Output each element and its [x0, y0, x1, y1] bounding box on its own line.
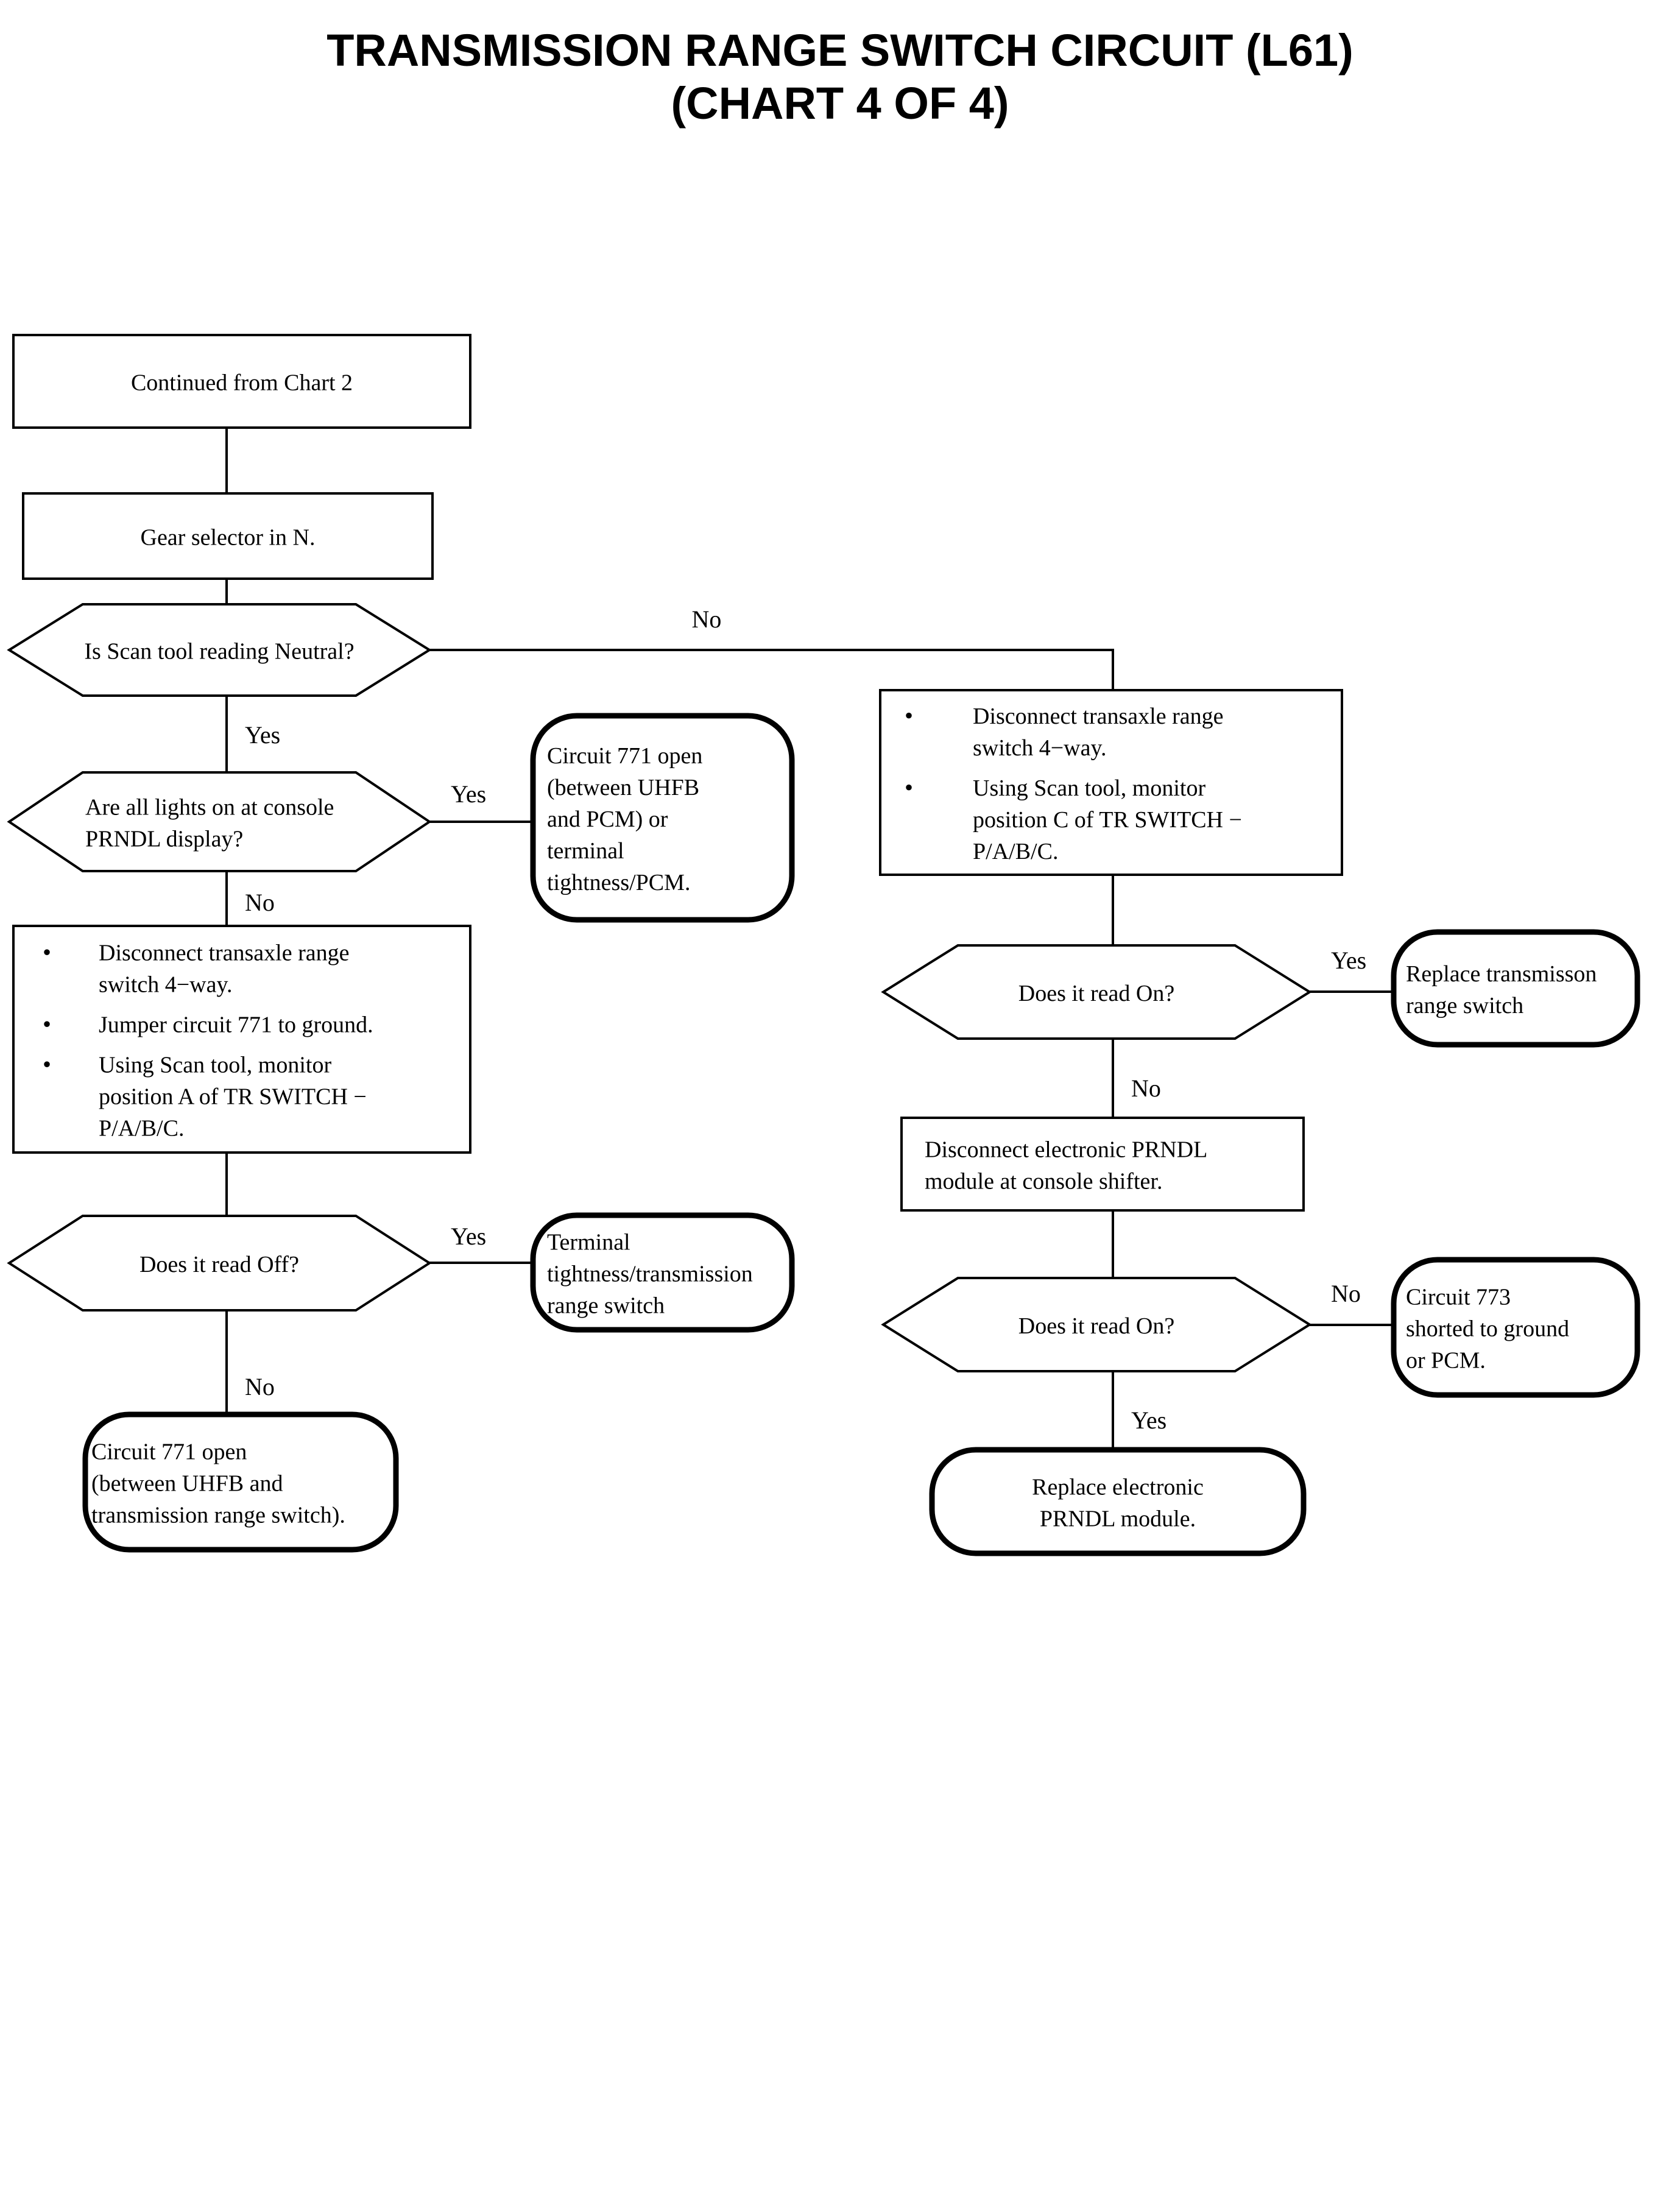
bullet-icon: • [43, 1011, 51, 1038]
node-hexagon [7, 603, 432, 697]
node-rect [12, 334, 471, 429]
node-text-line: Does it read On? [1018, 981, 1174, 1006]
node-text-line: range switch [1406, 993, 1523, 1019]
branch-label-no-b1: No [692, 605, 722, 633]
branch-label-yes-b5: Yes [451, 1223, 486, 1250]
flow-node-n2: Gear selector in N. [22, 492, 434, 580]
node-rounded-rect [82, 1411, 399, 1553]
node-text-line: Circuit 771 open [91, 1439, 247, 1465]
node-hexagon [7, 771, 432, 872]
node-text-line: Does it read Off? [139, 1252, 299, 1277]
node-text-line: Are all lights on at console [85, 795, 334, 821]
flow-node-r2: Does it read On? [881, 944, 1312, 1040]
node-text-line: P/A/B/C. [973, 839, 1058, 864]
branch-label-no-b4: No [245, 889, 275, 916]
node-text-line: Continued from Chart 2 [131, 370, 353, 396]
node-text-line: Disconnect transaxle range [99, 941, 350, 966]
flow-node-r3: Replace transmisson range switch [1391, 929, 1640, 1048]
node-text-line: module at console shifter. [925, 1169, 1162, 1195]
bullet-icon: • [43, 939, 51, 966]
flow-node-r6: Circuit 773 shorted to ground or PCM. [1391, 1257, 1640, 1398]
node-text-line: (between UHFB and [91, 1471, 283, 1497]
node-text-line: shorted to ground [1406, 1316, 1569, 1342]
node-text-line: Using Scan tool, monitor [973, 775, 1205, 801]
flow-node-n1: Continued from Chart 2 [12, 334, 471, 429]
node-rect [22, 492, 434, 580]
node-text-line: PRNDL display? [85, 827, 243, 852]
node-text-line: switch 4−way. [973, 735, 1106, 761]
node-hexagon [881, 944, 1312, 1040]
flow-node-n9: Circuit 771 open (between UHFB and transmi… [82, 1411, 399, 1553]
branch-label-yes-b2: Yes [245, 721, 280, 749]
bullet-icon: • [905, 774, 913, 801]
branch-label-yes-b3: Yes [451, 780, 486, 808]
node-text-line: Replace electronic [1032, 1475, 1204, 1500]
flow-node-r4: Disconnect electronic PRNDL module at con… [900, 1117, 1305, 1212]
node-text-line: Disconnect transaxle range [973, 704, 1224, 729]
flow-node-n5: Circuit 771 open (between UHFB and PCM) or… [530, 713, 795, 923]
node-text-line: range switch [547, 1293, 665, 1319]
node-text-line: Replace transmisson [1406, 961, 1597, 987]
node-text-line: position C of TR SWITCH − [973, 807, 1242, 833]
node-text-line: Circuit 773 [1406, 1285, 1511, 1310]
node-hexagon [7, 1215, 432, 1312]
node-text-line: Terminal [547, 1230, 630, 1255]
flow-node-n8: Terminal tightness/transmission range swit… [530, 1212, 795, 1333]
node-text-line: switch 4−way. [99, 972, 232, 998]
node-text-line: Jumper circuit 771 to ground. [99, 1012, 373, 1038]
branch-label-yes-b10: Yes [1131, 1407, 1166, 1434]
flow-node-n6: • Disconnect transaxle range switch 4−way.… [12, 925, 471, 1154]
flow-node-n7: Does it read Off? [7, 1215, 432, 1312]
node-text-line: Circuit 771 open [547, 743, 702, 769]
node-text-line: and PCM) or [547, 807, 668, 832]
node-rect [900, 1117, 1305, 1212]
branch-label-no-b9: No [1331, 1280, 1361, 1307]
node-text-line: or PCM. [1406, 1348, 1486, 1374]
node-text-line: PRNDL module. [1040, 1506, 1196, 1532]
node-rounded-rect [929, 1447, 1307, 1556]
page-title: TRANSMISSION RANGE SWITCH CIRCUIT (L61) … [326, 25, 1354, 129]
node-rect [879, 689, 1343, 876]
node-text-line: P/A/B/C. [99, 1116, 184, 1142]
node-text-line: Using Scan tool, monitor [99, 1053, 331, 1078]
nodes-layer: Continued from Chart 2 Gear selector in N… [7, 334, 1640, 1556]
node-text-line: terminal [547, 838, 624, 864]
node-text-line: tightness/PCM. [547, 870, 690, 895]
node-text-line: tightness/transmission [547, 1262, 753, 1287]
node-rect [12, 925, 471, 1154]
flow-node-r5: Does it read On? [881, 1277, 1312, 1372]
branch-label-yes-b7: Yes [1331, 947, 1366, 974]
connector-n3-to-r1 [429, 649, 1114, 690]
connectors-layer [225, 428, 1394, 1450]
node-rounded-rect [1391, 1257, 1640, 1398]
node-text-line: Is Scan tool reading Neutral? [84, 639, 354, 665]
node-rounded-rect [530, 713, 795, 923]
node-hexagon [881, 1277, 1312, 1372]
flow-node-n3: Is Scan tool reading Neutral? [7, 603, 432, 697]
node-text-line: position A of TR SWITCH − [99, 1084, 367, 1110]
branch-label-no-b8: No [1131, 1075, 1161, 1102]
branch-label-no-b6: No [245, 1373, 275, 1400]
node-text-line: (between UHFB [547, 775, 699, 800]
node-text-line: Gear selector in N. [141, 525, 316, 551]
bullet-icon: • [905, 702, 913, 729]
node-text-line: Does it read On? [1018, 1313, 1174, 1339]
bullet-icon: • [43, 1051, 51, 1078]
flow-node-r1: • Disconnect transaxle range switch 4−way.… [879, 689, 1343, 876]
node-text-line: Disconnect electronic PRNDL [925, 1137, 1207, 1163]
node-rounded-rect [530, 1212, 795, 1333]
node-text-line: transmission range switch). [91, 1503, 345, 1528]
node-rounded-rect [1391, 929, 1640, 1048]
